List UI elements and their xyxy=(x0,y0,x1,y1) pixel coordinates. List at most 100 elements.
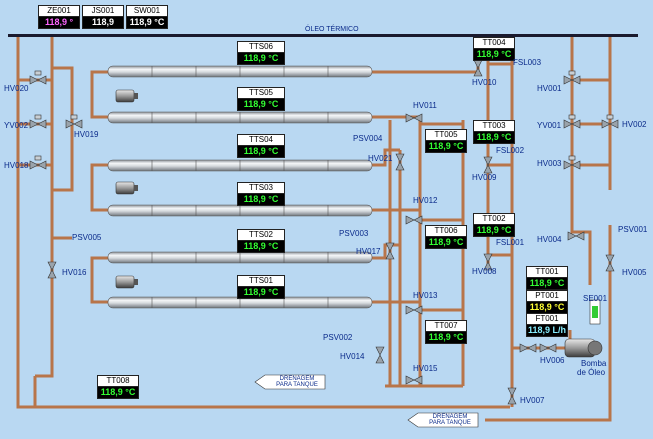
valve-hv016 xyxy=(47,261,57,279)
valve-actuators xyxy=(34,70,614,161)
motor-icon xyxy=(115,181,138,195)
tag-value: 118,9 °C xyxy=(127,17,167,28)
tag-id: TT007 xyxy=(426,321,466,332)
tag-id: TTS05 xyxy=(238,88,284,99)
tag-value: 118,9 °C xyxy=(238,99,284,110)
tag-tts01[interactable]: TTS01 118,9 °C xyxy=(237,275,285,299)
label-psv001: PSV001 xyxy=(618,225,648,234)
oil-pump[interactable] xyxy=(564,299,603,358)
label-hv020: HV020 xyxy=(4,84,29,93)
valve-hv012 xyxy=(405,215,423,225)
pipe-network xyxy=(16,37,612,422)
tag-id: TT004 xyxy=(474,38,514,49)
tube-motors xyxy=(115,89,138,289)
label-hv008: HV008 xyxy=(472,267,497,276)
tag-value: 118,9 °C xyxy=(98,387,138,398)
label-hv006: HV006 xyxy=(540,356,565,365)
label-hv021: HV021 xyxy=(368,154,393,163)
tag-tt002[interactable]: TT002 118,9 °C xyxy=(473,213,515,237)
tag-tts04[interactable]: TTS04 118,9 °C xyxy=(237,134,285,158)
tag-id: TT002 xyxy=(474,214,514,225)
valve-hv001 xyxy=(563,75,581,85)
valve-hv013 xyxy=(405,305,423,315)
tag-sw001[interactable]: SW001 118,9 °C xyxy=(126,5,168,29)
label-hv001: HV001 xyxy=(537,84,562,93)
tag-value: 118,9 °C xyxy=(426,237,466,248)
tag-value: 118,9 °C xyxy=(238,287,284,298)
label-hv011: HV011 xyxy=(413,101,437,110)
label-hv017: HV017 xyxy=(356,247,381,256)
drain-arrows xyxy=(254,374,479,428)
label-yv002: YV002 xyxy=(4,121,29,130)
label-fsl003: FSL003 xyxy=(513,58,542,67)
valve-yv001 xyxy=(563,119,581,129)
label-se001: SE001 xyxy=(583,294,608,303)
label-hv010: HV010 xyxy=(472,78,497,87)
tag-value: 118,9 °C xyxy=(474,225,514,236)
tag-ze001[interactable]: ZE001 118,9 ° xyxy=(38,5,80,29)
drain-label-line2: PARA TANQUE xyxy=(429,420,471,426)
tag-tts05[interactable]: TTS05 118,9 °C xyxy=(237,87,285,111)
valve-hv017 xyxy=(385,242,395,260)
tube-4 xyxy=(107,159,373,172)
tag-id: TT005 xyxy=(426,130,466,141)
valve-hv005 xyxy=(605,254,615,272)
valve-hv002 xyxy=(601,119,619,129)
tag-value: 118,9 °C xyxy=(238,194,284,205)
tag-value: 118,9 °C xyxy=(238,241,284,252)
valve-yv002 xyxy=(29,119,47,129)
tag-tts03[interactable]: TTS03 118,9 °C xyxy=(237,182,285,206)
tag-id: TT008 xyxy=(98,376,138,387)
tag-pt001[interactable]: PT001 118,9 °C xyxy=(526,290,568,314)
tag-id: TT001 xyxy=(527,267,567,278)
tag-tt007[interactable]: TT007 118,9 °C xyxy=(425,320,467,344)
valves[interactable] xyxy=(29,59,619,405)
motor-icon xyxy=(115,89,138,103)
main-oil-line xyxy=(8,34,638,37)
tube-2 xyxy=(107,251,373,264)
pump-label-line2: de Óleo xyxy=(577,368,606,377)
valve-hv010 xyxy=(473,59,483,77)
tag-value: 118,9 xyxy=(83,17,123,28)
label-fsl002: FSL002 xyxy=(496,146,525,155)
drain-label-line2: PARA TANQUE xyxy=(276,382,318,388)
motor-icon xyxy=(115,275,138,289)
valve-hv011 xyxy=(405,113,423,123)
tag-tt005[interactable]: TT005 118,9 °C xyxy=(425,129,467,153)
tag-tt006[interactable]: TT006 118,9 °C xyxy=(425,225,467,249)
tag-value: 118,9 L/h xyxy=(527,325,567,336)
valve-hv003 xyxy=(563,160,581,170)
tag-value: 118,9 °C xyxy=(474,49,514,60)
label-fsl001: FSL001 xyxy=(496,238,525,247)
label-psv004: PSV004 xyxy=(353,134,383,143)
tag-id: TTS04 xyxy=(238,135,284,146)
main-line-label: ÓLEO TÉRMICO xyxy=(305,26,359,33)
label-hv004: HV004 xyxy=(537,235,562,244)
label-psv003: PSV003 xyxy=(339,229,369,238)
tag-ft001[interactable]: FT001 118,9 L/h xyxy=(526,313,568,337)
tag-js001[interactable]: JS001 118,9 xyxy=(82,5,124,29)
label-hv007: HV007 xyxy=(520,396,545,405)
tag-id: TTS03 xyxy=(238,183,284,194)
tag-tt008[interactable]: TT008 118,9 °C xyxy=(97,375,139,399)
pump-label-line1: Bomba xyxy=(581,359,607,368)
tag-tt004[interactable]: TT004 118,9 °C xyxy=(473,37,515,61)
label-hv014: HV014 xyxy=(340,352,365,361)
tag-id: ZE001 xyxy=(39,6,79,17)
valve-hv020 xyxy=(29,75,47,85)
tag-id: TT003 xyxy=(474,121,514,132)
tag-tt003[interactable]: TT003 118,9 °C xyxy=(473,120,515,144)
valve-hv018 xyxy=(29,160,47,170)
tag-value: 118,9 °C xyxy=(527,278,567,289)
valve-hv008 xyxy=(483,253,493,271)
tag-tts06[interactable]: TTS06 118,9 °C xyxy=(237,41,285,65)
valve-hv007 xyxy=(507,387,517,405)
tag-id: TTS01 xyxy=(238,276,284,287)
drain-label-left: DRENAGEM PARA TANQUE xyxy=(269,376,325,388)
tag-tts02[interactable]: TTS02 118,9 °C xyxy=(237,229,285,253)
tag-tt001[interactable]: TT001 118,9 °C xyxy=(526,266,568,290)
label-hv018: HV018 xyxy=(4,161,29,170)
drain-label-line1: DRENAGEM xyxy=(432,414,468,420)
heat-exchanger-tubes xyxy=(107,65,373,309)
